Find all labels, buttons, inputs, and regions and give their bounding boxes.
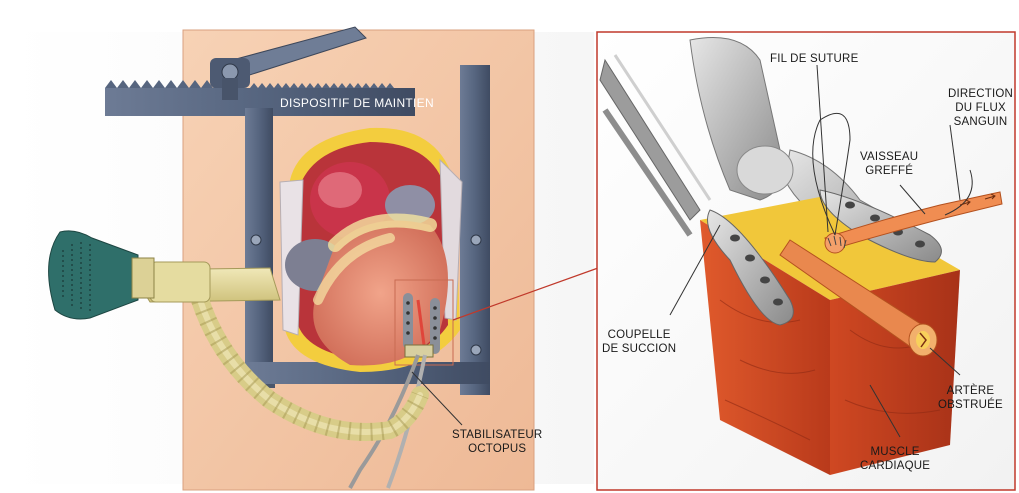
label-suture: FIL DE SUTURE — [770, 52, 858, 66]
label-artery: ARTÈRE OBSTRUÉE — [938, 384, 1003, 412]
label-holding-device: DISPOSITIF DE MAINTIEN — [280, 96, 434, 110]
label-flow: DIRECTION DU FLUX SANGUIN — [948, 87, 1013, 129]
label-muscle: MUSCLE CARDIAQUE — [860, 445, 930, 473]
label-graft: VAISSEAU GREFFÉ — [860, 150, 918, 178]
label-suction: COUPELLE DE SUCCION — [602, 328, 676, 356]
label-stabilizer: STABILISATEUR OCTOPUS — [452, 428, 542, 456]
